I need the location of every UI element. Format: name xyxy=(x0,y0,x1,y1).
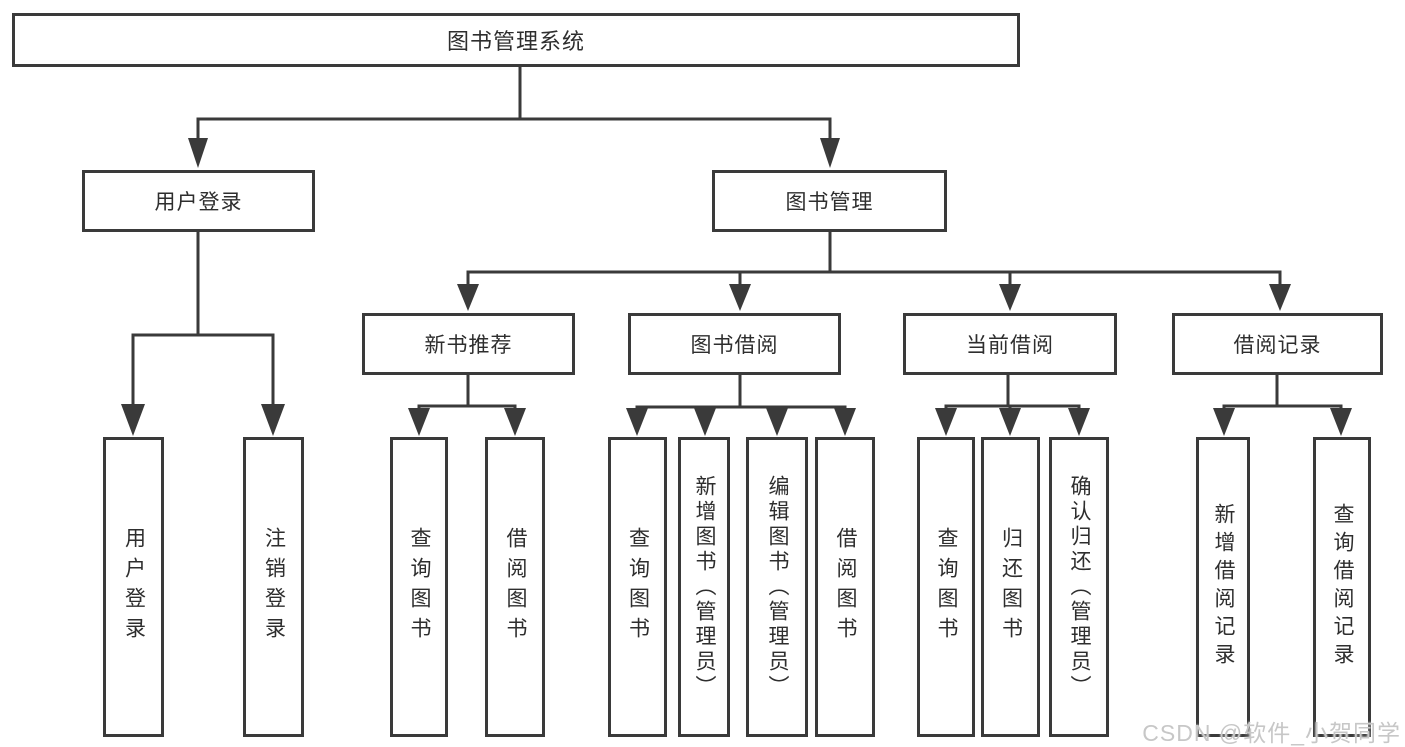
node-book-borrow-label: 图书借阅 xyxy=(690,334,779,357)
node-book-borrow: 图书借阅 xyxy=(628,313,841,375)
leaf-nb-borrow-books-label: 借阅图书 xyxy=(504,527,527,647)
leaf-cb-query-books: 查询图书 xyxy=(917,437,975,737)
leaf-cb-query-books-label: 查询图书 xyxy=(935,527,958,647)
node-book-mgmt: 图书管理 xyxy=(712,170,947,232)
connector-current-borrow-to-leaves xyxy=(935,375,1090,436)
leaf-logout: 注销登录 xyxy=(243,437,304,737)
leaf-br-add-record: 新增借阅记录 xyxy=(1196,437,1250,737)
node-user-login-label: 用户登录 xyxy=(154,191,243,214)
node-borrow-records: 借阅记录 xyxy=(1172,313,1383,375)
node-borrow-records-label: 借阅记录 xyxy=(1233,334,1322,357)
leaf-bb-add-books: 新增图书（管理员） xyxy=(678,437,730,737)
node-current-borrow-label: 当前借阅 xyxy=(966,334,1054,357)
leaf-bb-borrow-books: 借阅图书 xyxy=(815,437,875,737)
node-user-login: 用户登录 xyxy=(82,170,315,232)
node-new-books-label: 新书推荐 xyxy=(424,334,513,357)
leaf-nb-query-books-label: 查询图书 xyxy=(408,527,431,647)
node-current-borrow: 当前借阅 xyxy=(903,313,1117,375)
leaf-nb-query-books: 查询图书 xyxy=(390,437,448,737)
leaf-bb-edit-books: 编辑图书（管理员） xyxy=(746,437,808,737)
connector-book-mgmt-to-level3 xyxy=(457,232,1291,311)
leaf-bb-add-books-label: 新增图书（管理员） xyxy=(693,474,716,700)
leaf-user-login: 用户登录 xyxy=(103,437,164,737)
leaf-cb-confirm-return: 确认归还（管理员） xyxy=(1049,437,1109,737)
leaf-bb-query-books-label: 查询图书 xyxy=(626,527,650,647)
leaf-bb-query-books: 查询图书 xyxy=(608,437,667,737)
connector-book-borrow-to-leaves xyxy=(626,375,856,436)
leaf-br-query-record: 查询借阅记录 xyxy=(1313,437,1371,737)
leaf-logout-label: 注销登录 xyxy=(262,527,286,647)
leaf-user-login-label: 用户登录 xyxy=(122,527,146,647)
leaf-br-add-record-label: 新增借阅记录 xyxy=(1212,503,1235,671)
leaf-bb-edit-books-label: 编辑图书（管理员） xyxy=(766,474,789,700)
leaf-nb-borrow-books: 借阅图书 xyxy=(485,437,545,737)
connector-root-to-level2 xyxy=(188,67,840,168)
node-new-books: 新书推荐 xyxy=(362,313,575,375)
connector-user-login-to-leaves xyxy=(121,232,285,436)
node-book-mgmt-label: 图书管理 xyxy=(785,191,874,214)
leaf-cb-confirm-return-label: 确认归还（管理员） xyxy=(1068,474,1091,700)
leaf-cb-return-books: 归还图书 xyxy=(981,437,1040,737)
csdn-watermark: CSDN @软件_小贺同学 xyxy=(1142,720,1401,746)
connector-borrow-records-to-leaves xyxy=(1213,375,1352,436)
node-root-system: 图书管理系统 xyxy=(12,13,1020,67)
connector-new-books-to-leaves xyxy=(408,375,526,436)
leaf-cb-return-books-label: 归还图书 xyxy=(999,527,1023,647)
leaf-br-query-record-label: 查询借阅记录 xyxy=(1331,503,1354,671)
node-root-system-label: 图书管理系统 xyxy=(446,29,585,54)
leaf-bb-borrow-books-label: 借阅图书 xyxy=(834,527,857,647)
